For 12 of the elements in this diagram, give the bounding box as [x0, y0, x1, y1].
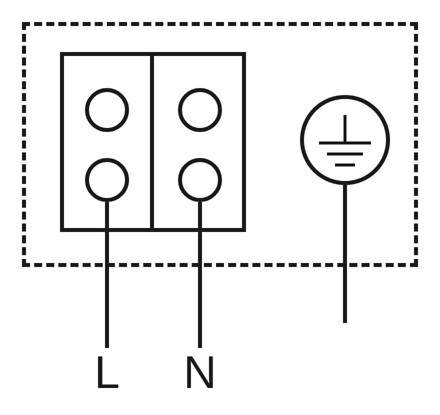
terminal-label: N — [180, 352, 220, 392]
terminal-circle — [178, 88, 222, 132]
wire-line — [343, 185, 347, 323]
terminal-circle — [178, 158, 222, 202]
dashed-enclosure — [22, 22, 418, 267]
terminal-circle — [85, 158, 129, 202]
terminal-block — [60, 52, 246, 232]
ground-terminal-circle — [300, 95, 390, 185]
terminal-circle — [85, 88, 129, 132]
terminal-label: L — [87, 352, 127, 392]
wire-line — [198, 202, 202, 348]
wire-line — [105, 202, 109, 348]
